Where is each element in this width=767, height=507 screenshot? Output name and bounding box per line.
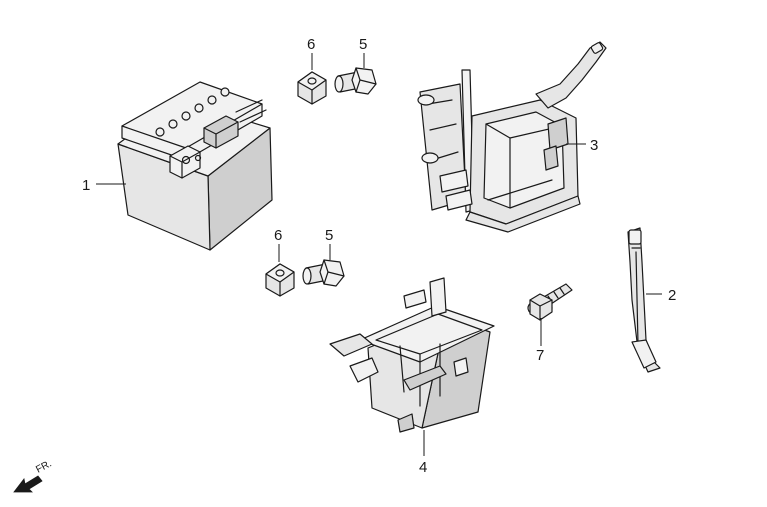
- callout-4: 4: [419, 459, 427, 476]
- front-label: FR.: [34, 458, 53, 475]
- battery-tray-part: [329, 277, 495, 433]
- callout-1: 1: [82, 177, 90, 194]
- callout-6-lower: 6: [274, 227, 282, 244]
- front-arrow-icon: [13, 475, 43, 493]
- callouts: 1 2 3 4 5 5 6 6 7: [82, 36, 676, 476]
- screw-part: [527, 283, 573, 321]
- nut-upper-part: [297, 71, 327, 105]
- nut-lower-part: [265, 263, 295, 297]
- bolt-upper-part: [334, 67, 377, 95]
- strap-part: [627, 227, 661, 373]
- callout-5-lower: 5: [325, 227, 333, 244]
- callout-2: 2: [668, 287, 676, 304]
- callout-5-upper: 5: [359, 36, 367, 53]
- front-indicator: FR.: [13, 458, 54, 493]
- battery-part: [117, 81, 273, 251]
- bolt-lower-part: [302, 259, 345, 287]
- callout-6-upper: 6: [307, 36, 315, 53]
- callout-3: 3: [590, 137, 598, 154]
- battery-frame-part: [417, 41, 607, 233]
- callout-7: 7: [536, 347, 544, 364]
- leader-lines: [96, 53, 662, 456]
